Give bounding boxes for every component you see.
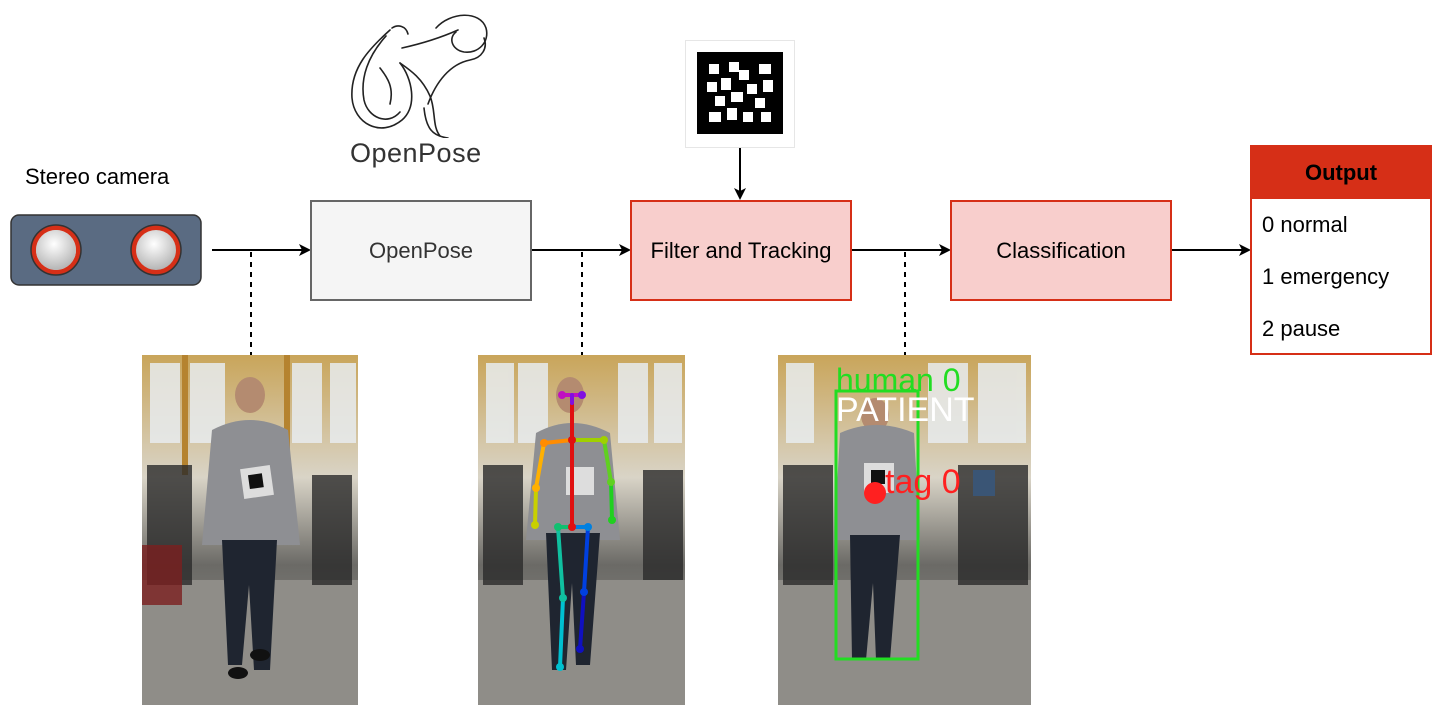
filter-tracking-node: Filter and Tracking [630, 200, 852, 301]
openpose-logo-text: OpenPose [350, 138, 482, 168]
overlay-human-text: human 0 [836, 362, 961, 398]
fiducial-marker-icon [685, 40, 795, 148]
camera-frame-image [142, 355, 358, 705]
openpose-node: OpenPose [310, 200, 532, 301]
bounding-box [834, 389, 920, 661]
camera-label: Stereo camera [25, 164, 170, 189]
tag-dot [864, 482, 886, 504]
tracking-overlay-image: human 0 PATIENT tag 0 [778, 355, 1031, 705]
output-table: Output 0 normal 1 emergency 2 pause [1250, 145, 1432, 355]
output-item-pause: 2 pause [1262, 316, 1341, 341]
openpose-logo-icon [351, 14, 488, 138]
overlay-patient-text: PATIENT [836, 391, 975, 429]
pose-skeleton-image [478, 355, 685, 705]
output-item-emergency: 1 emergency [1262, 264, 1390, 289]
output-title: Output [1252, 147, 1430, 199]
classification-node: Classification [950, 200, 1172, 301]
output-item-normal: 0 normal [1262, 212, 1348, 237]
stereo-camera-icon [10, 214, 202, 286]
overlay-tag-text: tag 0 [885, 463, 961, 501]
